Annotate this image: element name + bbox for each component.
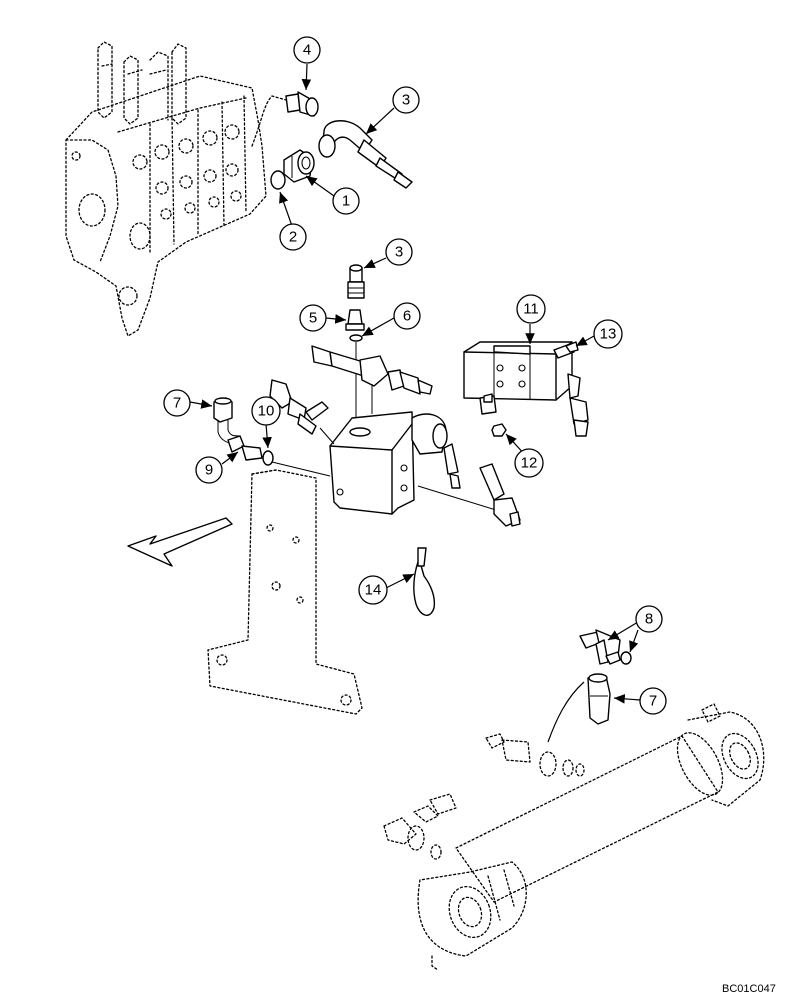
clamp-14 <box>413 547 436 616</box>
callout-3: 3 <box>385 238 413 266</box>
fitting-4 <box>285 91 319 117</box>
callout-label: 3 <box>402 92 410 109</box>
drawing-code: BC01C047 <box>722 983 776 995</box>
callout-12: 12 <box>514 448 544 478</box>
callout-3: 3 <box>392 86 420 114</box>
fitting-3-middle <box>347 264 365 299</box>
callout-label: 2 <box>289 229 297 246</box>
callout-label: 13 <box>600 326 617 343</box>
callout-label: 1 <box>342 193 350 210</box>
fitting-7-lower <box>587 673 611 725</box>
control-valve-bank <box>65 41 287 337</box>
callout-1: 1 <box>332 187 360 215</box>
callout-10: 10 <box>251 396 281 426</box>
callout-2: 2 <box>279 223 307 251</box>
callout-label: 11 <box>523 301 539 318</box>
o-ring-6 <box>349 334 363 342</box>
o-ring-10 <box>262 450 274 466</box>
fitting-5 <box>345 309 365 331</box>
callout-label: 7 <box>173 395 181 412</box>
callout-13: 13 <box>593 319 623 349</box>
direction-arrow <box>127 517 233 567</box>
callout-label: 5 <box>309 310 317 327</box>
callout-label: 8 <box>645 611 653 628</box>
callout-7: 7 <box>163 389 191 417</box>
callout-7: 7 <box>639 687 667 715</box>
o-ring-2 <box>270 170 286 190</box>
callout-label: 6 <box>403 308 411 325</box>
elbow-fitting-3-top <box>318 120 413 189</box>
fitting-1 <box>283 149 315 183</box>
callout-label: 3 <box>395 244 403 261</box>
mounting-bracket <box>207 469 363 715</box>
valve-block <box>329 411 448 515</box>
callout-label: 14 <box>365 582 382 599</box>
tee-fitting-8 <box>579 629 632 665</box>
callout-14: 14 <box>358 575 388 605</box>
callout-label: 12 <box>521 455 538 472</box>
valve-block-fittings <box>269 345 521 527</box>
callout-label: 10 <box>258 403 275 420</box>
hydraulic-cylinder <box>383 703 765 971</box>
callout-9: 9 <box>195 456 223 484</box>
callout-label: 7 <box>649 693 657 710</box>
callout-label: 9 <box>205 462 213 479</box>
nut-12 <box>491 423 507 437</box>
callout-8: 8 <box>635 605 663 633</box>
fitting-13 <box>553 341 579 359</box>
callout-11: 11 <box>516 294 546 324</box>
callout-leaders <box>189 63 641 704</box>
solenoid-valve-11 <box>463 341 589 437</box>
callout-5: 5 <box>299 304 327 332</box>
callout-balloons: 4 3 1 2 3 5 6 11 <box>163 36 667 715</box>
fitting-9 <box>227 435 263 461</box>
callout-4: 4 <box>293 36 321 64</box>
callout-label: 4 <box>303 42 311 59</box>
callout-6: 6 <box>393 302 421 330</box>
